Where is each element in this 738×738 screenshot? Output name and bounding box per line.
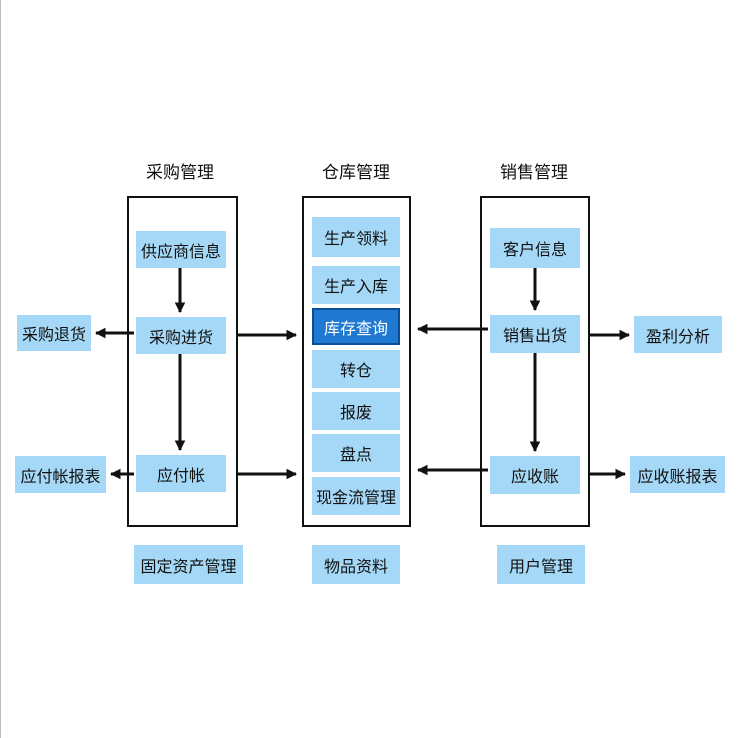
fixed-asset-management-box[interactable]: 固定资产管理: [134, 545, 243, 584]
supplier-info-box[interactable]: 供应商信息: [136, 231, 226, 268]
warehouse-management-title: 仓库管理: [322, 163, 390, 183]
scrap-box[interactable]: 报废: [312, 392, 400, 430]
stocktaking-box[interactable]: 盘点: [312, 434, 400, 472]
item-data-box[interactable]: 物品资料: [312, 545, 400, 584]
purchase-management-title: 采购管理: [146, 163, 214, 183]
sales-management-title: 销售管理: [500, 163, 568, 183]
purchase-receipt-box[interactable]: 采购进货: [136, 317, 226, 354]
customer-info-box[interactable]: 客户信息: [490, 228, 580, 268]
payables-report-box[interactable]: 应付帐报表: [15, 456, 106, 493]
left-border-line: [0, 0, 1, 738]
sales-delivery-box[interactable]: 销售出货: [490, 315, 580, 353]
production-warehousing-box[interactable]: 生产入库: [312, 266, 400, 304]
production-material-requisition-box[interactable]: 生产领料: [312, 217, 400, 257]
accounts-receivable-box[interactable]: 应收账: [490, 456, 580, 494]
accounts-payable-box[interactable]: 应付帐: [136, 455, 226, 492]
user-management-box[interactable]: 用户管理: [497, 545, 585, 584]
cash-flow-management-box[interactable]: 现金流管理: [312, 477, 400, 515]
inventory-query-box[interactable]: 库存查询: [312, 308, 400, 345]
purchase-return-box[interactable]: 采购退货: [17, 315, 91, 351]
receivables-report-box[interactable]: 应收账报表: [630, 456, 725, 493]
profit-analysis-box[interactable]: 盈利分析: [634, 316, 722, 353]
warehouse-transfer-box[interactable]: 转仓: [312, 350, 400, 388]
